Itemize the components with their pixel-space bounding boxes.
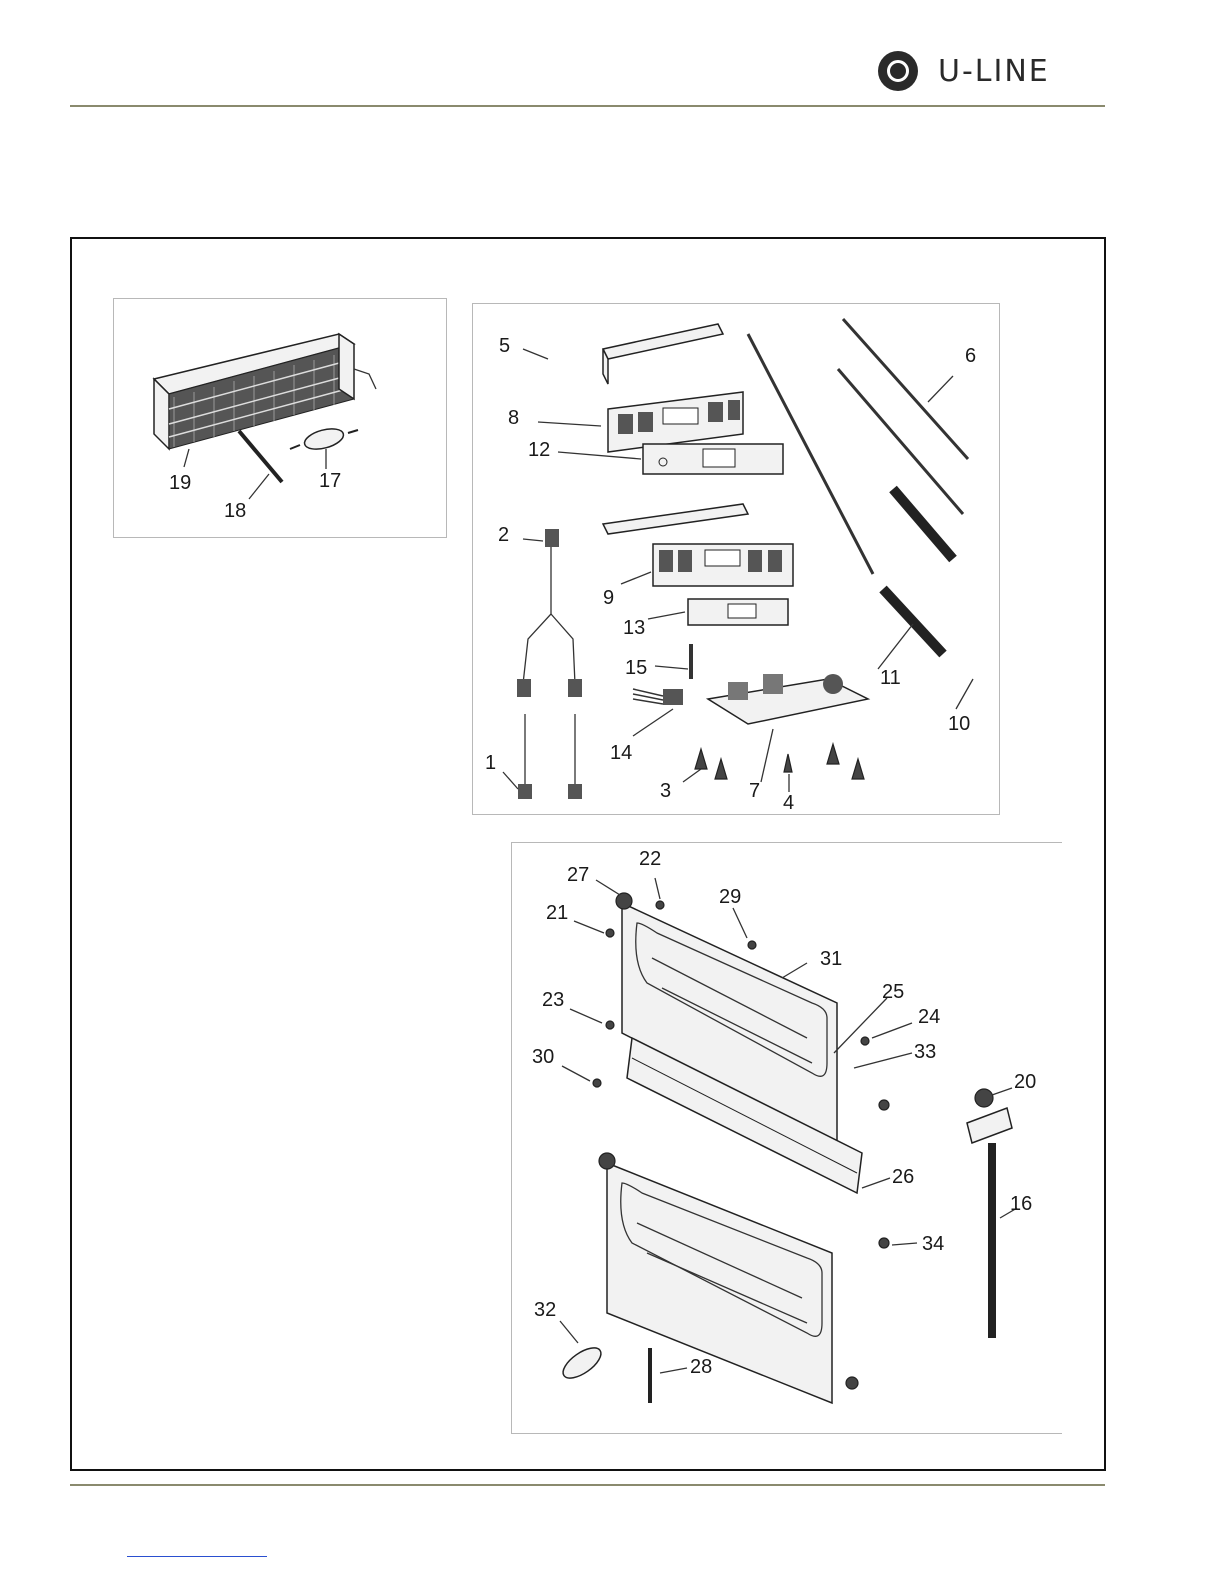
callout-label: 20 bbox=[1014, 1071, 1036, 1093]
u-line-logo-icon bbox=[878, 51, 918, 91]
control-overlay-icon bbox=[643, 444, 783, 474]
brand-name: U-LINE bbox=[938, 54, 1050, 89]
callout-label: 1 bbox=[485, 752, 496, 774]
callout-label: 19 bbox=[169, 472, 191, 494]
callout-label: 13 bbox=[623, 617, 645, 639]
callout-label: 29 bbox=[719, 886, 741, 908]
footer-link-underline[interactable] bbox=[127, 1556, 267, 1557]
callout-label: 21 bbox=[546, 902, 568, 924]
control-housing-icon bbox=[653, 544, 793, 586]
callout-label: 6 bbox=[965, 345, 976, 367]
tube-icon bbox=[967, 1089, 1012, 1338]
callout-label: 30 bbox=[532, 1046, 554, 1068]
control-overlay-icon bbox=[688, 599, 788, 625]
callout-label: 2 bbox=[498, 524, 509, 546]
callout-label: 4 bbox=[783, 792, 794, 814]
callout-label: 11 bbox=[880, 667, 901, 689]
evaporator-panel: 19 18 17 bbox=[113, 298, 447, 538]
standoff-icon bbox=[695, 744, 864, 779]
callout-label: 22 bbox=[639, 848, 661, 870]
wire-harness-icon bbox=[517, 529, 582, 799]
callout-label: 24 bbox=[918, 1006, 940, 1028]
cold-plate-diagram: 27 22 29 21 31 23 25 24 33 30 20 26 16 3… bbox=[512, 843, 1062, 1433]
header-rule bbox=[70, 105, 1105, 107]
callout-label: 23 bbox=[542, 989, 564, 1011]
callout-label: 31 bbox=[820, 948, 842, 970]
callout-label: 12 bbox=[528, 439, 550, 461]
filter-drier-icon bbox=[558, 1342, 606, 1384]
control-housing-icon bbox=[608, 392, 743, 452]
evaporator-diagram: 19 18 17 bbox=[114, 299, 446, 537]
callout-label: 5 bbox=[499, 335, 510, 357]
callout-label: 26 bbox=[892, 1166, 914, 1188]
brand-logo: U-LINE bbox=[878, 51, 1098, 95]
cold-plate-panel: 27 22 29 21 31 23 25 24 33 30 20 26 16 3… bbox=[511, 842, 1062, 1434]
filter-drier-icon bbox=[290, 425, 358, 453]
callout-label: 16 bbox=[1010, 1193, 1032, 1215]
control-bracket-icon bbox=[603, 324, 723, 384]
control-bracket-icon bbox=[603, 504, 748, 534]
controls-diagram: 5 8 12 2 9 13 15 14 1 3 7 4 6 11 10 bbox=[473, 304, 999, 814]
callout-label: 9 bbox=[603, 587, 614, 609]
callout-label: 18 bbox=[224, 500, 246, 522]
callout-label: 25 bbox=[882, 981, 904, 1003]
callout-label: 17 bbox=[319, 470, 341, 492]
callout-label: 10 bbox=[948, 713, 970, 735]
callout-label: 33 bbox=[914, 1041, 936, 1063]
callout-label: 27 bbox=[567, 864, 589, 886]
callout-label: 8 bbox=[508, 407, 519, 429]
callout-label: 28 bbox=[690, 1356, 712, 1378]
cold-plate-icon bbox=[607, 1163, 832, 1403]
callout-label: 14 bbox=[610, 742, 632, 764]
tube-icon bbox=[239, 431, 282, 482]
controls-panel: 5 8 12 2 9 13 15 14 1 3 7 4 6 11 10 bbox=[472, 303, 1000, 815]
footer-rule bbox=[70, 1484, 1105, 1486]
callout-label: 15 bbox=[625, 657, 647, 679]
callout-label: 32 bbox=[534, 1299, 556, 1321]
heater-icon bbox=[883, 489, 953, 654]
callout-label: 34 bbox=[922, 1233, 944, 1255]
callout-label: 3 bbox=[660, 780, 671, 802]
callout-label: 7 bbox=[749, 780, 760, 802]
